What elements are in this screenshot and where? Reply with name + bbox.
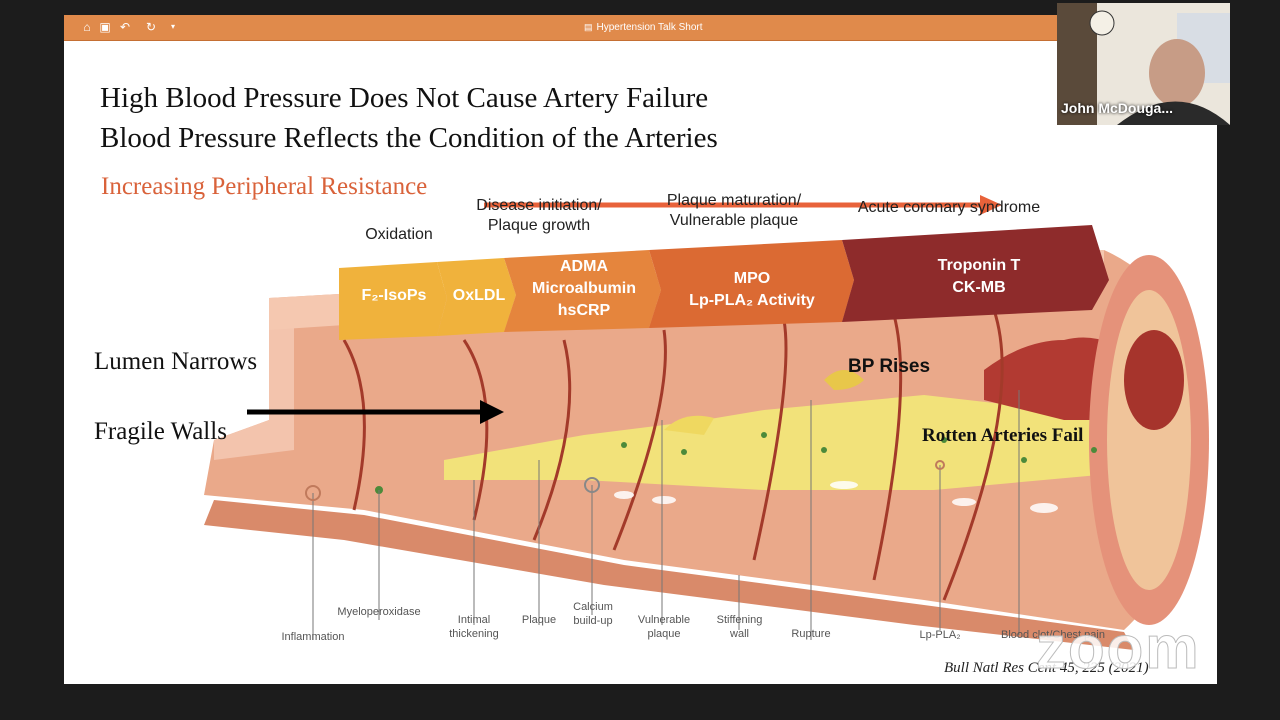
lumen-narrows-label: Lumen Narrows	[94, 348, 258, 375]
lumen-arrow	[247, 400, 504, 424]
slide-title-line1: High Blood Pressure Does Not Cause Arter…	[100, 82, 709, 114]
resistance-label: Increasing Peripheral Resistance	[101, 173, 428, 200]
stage-box-mpo	[649, 240, 854, 328]
stage-box-oxldl	[437, 258, 516, 336]
stage-header-maturation: Plaque maturation/ Vulnerable plaque	[666, 192, 802, 229]
stage-box-troponin	[842, 225, 1109, 322]
dropdown-icon[interactable]: ▾	[170, 22, 175, 31]
callout-rupture: Rupture	[791, 628, 831, 640]
callout-lines	[312, 390, 1020, 640]
participant-name: John McDouga...	[1061, 100, 1173, 116]
artery-body	[204, 250, 1209, 650]
document-title: ▤Hypertension Talk Short	[584, 22, 703, 33]
bp-rises-label: BP Rises	[848, 356, 931, 377]
citation: Bull Natl Res Cent 45, 225 (2021)	[944, 660, 1149, 676]
stage-box-label-oxldl: OxLDL	[452, 287, 506, 304]
stage-box-label-f2isops: F₂-IsoPs	[361, 287, 427, 304]
undo-icon[interactable]: ↶	[119, 20, 131, 34]
callout-lp-pla2: Lp-PLA₂	[919, 629, 961, 641]
stage-header-initiation: Disease initiation/ Plaque growth	[476, 197, 602, 234]
app-toolbar: ⌂ ▣ ↶ ↻ ▾ ▤Hypertension Talk Short	[64, 15, 1217, 41]
rotten-arteries-label: Rotten Arteries Fail	[922, 425, 1084, 446]
face	[1149, 39, 1205, 107]
document-icon: ▤	[584, 22, 593, 32]
callout-stiffening-wall: Stiffening wall	[716, 614, 763, 640]
stage-box-f2isops	[339, 262, 447, 340]
zoom-watermark: zoom	[1036, 614, 1201, 682]
stage-box-label-mpo: MPO Lp-PLA₂ Activity	[689, 270, 815, 309]
save-icon[interactable]: ▣	[99, 20, 111, 34]
redo-icon[interactable]: ↻	[145, 20, 157, 34]
stage-header-oxidation: Oxidation	[365, 226, 433, 243]
fragile-walls-label: Fragile Walls	[94, 418, 227, 445]
participant-video	[1057, 3, 1230, 125]
callout-intimal-thickening: Intimal thickening	[449, 614, 499, 640]
artery-diagram	[204, 195, 1209, 650]
participant-video-tile[interactable]: John McDouga...	[1057, 3, 1230, 125]
callout-calcium: Calcium build-up	[573, 601, 613, 627]
stage-box-adma	[504, 250, 661, 332]
stage-box-label-adma: ADMA Microalbumin hsCRP	[531, 258, 636, 319]
slide-title-line2: Blood Pressure Reflects the Condition of…	[100, 122, 718, 154]
callout-myeloperoxidase: Myeloperoxidase	[337, 606, 421, 618]
callout-blood-clot: Blood clot/Chest pain	[1001, 629, 1105, 641]
callout-inflammation: Inflammation	[281, 631, 345, 643]
slide-window: ⌂ ▣ ↶ ↻ ▾ ▤Hypertension Talk Short High …	[64, 15, 1217, 684]
callout-vulnerable-plaque: Vulnerable plaque	[637, 614, 691, 640]
stage-boxes	[339, 225, 1109, 340]
stage-box-label-troponin: Troponin T CK-MB	[937, 257, 1021, 296]
stage-header-acs: Acute coronary syndrome	[857, 199, 1041, 216]
callout-plaque: Plaque	[521, 614, 557, 626]
shirt	[1117, 101, 1230, 125]
resistance-arrow	[484, 195, 1002, 215]
home-icon[interactable]: ⌂	[83, 20, 91, 34]
